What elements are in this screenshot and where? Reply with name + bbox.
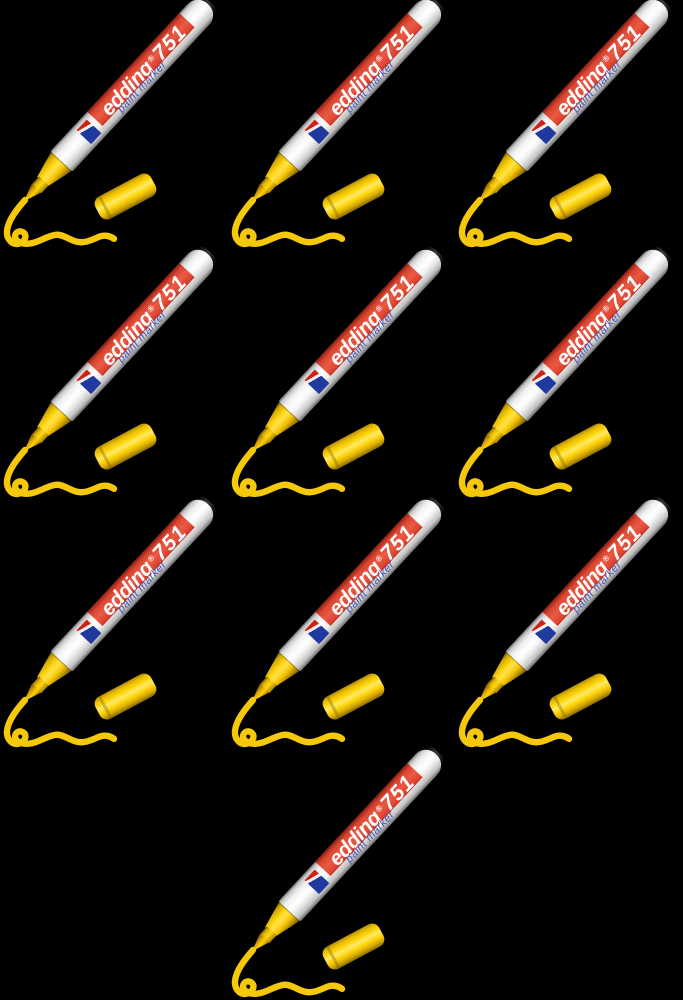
paint-marker-pen: edding®751 paint marker bbox=[15, 492, 221, 710]
paint-squiggle-drawing bbox=[231, 946, 345, 998]
brand-text: edding®751 bbox=[310, 5, 430, 131]
paint-squiggle-drawing bbox=[231, 196, 345, 248]
marker-product-image: edding®751 paint marker bbox=[0, 493, 228, 750]
paint-squiggle-drawing bbox=[3, 696, 118, 748]
paint-marker-pen: edding®751 paint marker bbox=[243, 742, 449, 960]
brand-text: edding®751 bbox=[537, 505, 657, 631]
brand-text: edding®751 bbox=[537, 5, 657, 131]
brand-text: edding®751 bbox=[82, 505, 202, 631]
paint-squiggle-drawing bbox=[459, 446, 573, 498]
paint-squiggle-drawing bbox=[459, 196, 573, 248]
marker-product-image: edding®751 paint marker bbox=[455, 0, 683, 250]
marker-product-image: edding®751 paint marker bbox=[0, 243, 228, 500]
marker-product-image: edding®751 paint marker bbox=[455, 243, 683, 500]
paint-squiggle-drawing bbox=[3, 446, 118, 498]
marker-product-image: edding®751 paint marker bbox=[228, 243, 456, 500]
paint-marker-pen: edding®751 paint marker bbox=[470, 492, 676, 710]
marker-product-image: edding®751 paint marker bbox=[228, 493, 456, 750]
brand-text: edding®751 bbox=[310, 255, 430, 381]
paint-marker-pen: edding®751 paint marker bbox=[15, 0, 221, 210]
paint-marker-pen: edding®751 paint marker bbox=[243, 492, 449, 710]
paint-marker-pen: edding®751 paint marker bbox=[470, 242, 676, 460]
brand-text: edding®751 bbox=[310, 755, 430, 881]
brand-text: edding®751 bbox=[537, 255, 657, 381]
paint-marker-pen: edding®751 paint marker bbox=[470, 0, 676, 210]
paint-marker-pen: edding®751 paint marker bbox=[15, 242, 221, 460]
marker-product-image: edding®751 paint marker bbox=[455, 493, 683, 750]
paint-squiggle-drawing bbox=[3, 196, 118, 248]
paint-squiggle-drawing bbox=[231, 696, 345, 748]
paint-squiggle-drawing bbox=[459, 696, 573, 748]
marker-product-image: edding®751 paint marker bbox=[228, 743, 456, 1000]
brand-text: edding®751 bbox=[310, 505, 430, 631]
brand-text: edding®751 bbox=[82, 5, 202, 131]
paint-squiggle-drawing bbox=[231, 446, 345, 498]
brand-text: edding®751 bbox=[82, 255, 202, 381]
paint-marker-pen: edding®751 paint marker bbox=[243, 242, 449, 460]
paint-marker-pen: edding®751 paint marker bbox=[243, 0, 449, 210]
marker-product-image: edding®751 paint marker bbox=[0, 0, 228, 250]
marker-product-image: edding®751 paint marker bbox=[228, 0, 456, 250]
